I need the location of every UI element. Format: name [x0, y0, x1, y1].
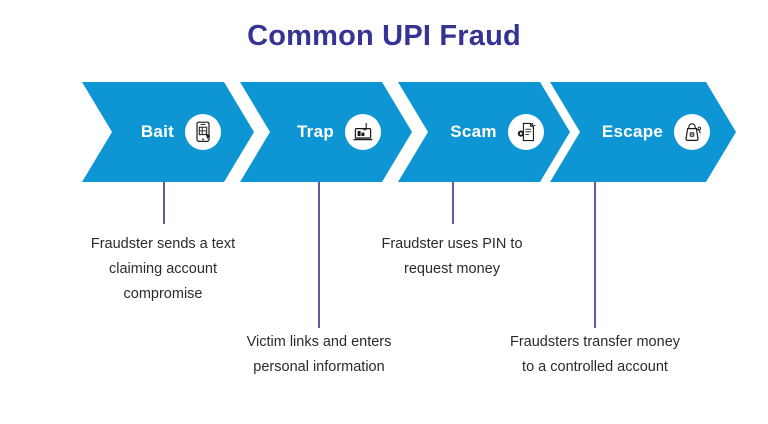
caption-line: claiming account — [109, 261, 217, 277]
caption-scam: Fraudster uses PIN to request money — [357, 232, 547, 282]
caption-line: Fraudsters transfer money — [509, 334, 681, 350]
caption-line: Fraudster sends a text — [90, 236, 236, 252]
money-bag-lock-icon — [674, 114, 710, 150]
stage-chevron-bait[interactable]: Bait — [82, 82, 254, 182]
process-chevron-band: Bait Trap — [0, 82, 768, 182]
stage-label-scam: Scam — [450, 122, 497, 141]
stage-label-escape: Escape — [601, 122, 664, 141]
stage-chevron-scam[interactable]: Scam — [398, 82, 570, 182]
stage-content-trap: Trap — [297, 114, 381, 150]
connector-line-trap — [318, 182, 320, 328]
caption-line: request money — [404, 261, 500, 277]
stage-label-bait: Bait — [140, 122, 175, 141]
caption-line: to a controlled account — [522, 359, 668, 375]
stage-content-bait: Bait — [141, 114, 221, 150]
caption-trap: Victim links and enters personal informa… — [215, 330, 423, 380]
smartphone-message-icon — [185, 114, 221, 150]
connector-line-bait — [163, 182, 165, 224]
stage-chevron-trap[interactable]: Trap — [240, 82, 412, 182]
caption-line: Fraudster uses PIN to — [381, 236, 523, 252]
stage-label-trap: Trap — [296, 122, 335, 141]
caption-escape: Fraudsters transfer money to a controlle… — [489, 330, 701, 380]
stage-chevron-escape[interactable]: Escape — [550, 82, 736, 182]
caption-line: personal information — [253, 359, 385, 375]
stage-content-escape: Escape — [602, 114, 710, 150]
caption-bait: Fraudster sends a text claiming account … — [51, 232, 275, 307]
connector-line-scam — [452, 182, 454, 224]
caption-line: compromise — [123, 286, 203, 302]
document-pin-request-icon — [508, 114, 544, 150]
connector-line-escape — [594, 182, 596, 328]
page-title: Common UPI Fraud — [247, 20, 521, 52]
caption-line: Victim links and enters — [246, 334, 392, 350]
stage-content-scam: Scam — [450, 114, 544, 150]
laptop-phishing-hook-icon — [345, 114, 381, 150]
